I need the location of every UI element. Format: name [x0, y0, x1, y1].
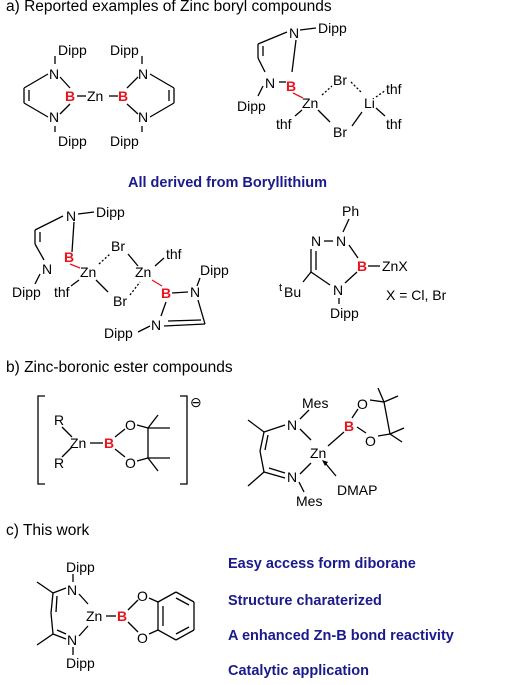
atom-dipp: Dipp	[200, 262, 229, 278]
structure-c-nacnac-zinc-bcat: N N Dipp Dipp Zn B O O	[36, 559, 195, 671]
atom-n: N	[49, 109, 59, 125]
atom-b: B	[117, 608, 127, 624]
atom-zn: Zn	[310, 445, 326, 461]
atom-r: R	[54, 412, 64, 428]
structure-b2-nacnac-zinc-bpin: N N Mes Mes Zn B O O DMAP	[247, 387, 405, 509]
atom-znx: ZnX	[382, 258, 408, 274]
section-a-title: a) Reported examples of Zinc boryl compo…	[6, 0, 332, 15]
atom-dmap: DMAP	[337, 482, 377, 498]
atom-n: N	[151, 317, 161, 333]
atom-n: N	[336, 233, 346, 249]
atom-zn: Zn	[302, 95, 318, 111]
point-easy-access: Easy access form diborane	[228, 556, 416, 572]
atom-b: B	[118, 88, 128, 104]
anion-charge: ⊖	[190, 394, 202, 410]
atom-o: O	[137, 588, 148, 604]
atom-zn: Zn	[135, 264, 151, 280]
atom-dipp: Dipp	[66, 559, 95, 575]
atom-dipp: Dipp	[318, 20, 347, 36]
atom-o: O	[137, 630, 148, 646]
point-reactivity: A enhanced Zn-B bond reactivity	[228, 628, 454, 644]
atom-n: N	[190, 284, 200, 300]
atom-b: B	[357, 258, 367, 274]
section-b-title: b) Zinc-boronic ester compounds	[6, 359, 233, 376]
atom-n: N	[333, 282, 343, 298]
atom-zn: Zn	[87, 88, 103, 104]
atom-n: N	[287, 417, 297, 433]
atom-br: Br	[113, 293, 127, 309]
structure-b1-zincate: ⊖ R R Zn B O O	[37, 394, 202, 485]
atom-n: N	[67, 632, 77, 648]
section-c-title: c) This work	[6, 522, 90, 539]
atom-n: N	[138, 109, 148, 125]
atom-dipp: Dipp	[110, 42, 139, 58]
atom-dipp: Dipp	[237, 98, 266, 114]
label-x-equals: X = Cl, Br	[386, 287, 447, 303]
atom-br: Br	[111, 238, 125, 254]
atom-n: N	[49, 66, 59, 82]
atom-mes: Mes	[302, 395, 328, 411]
atom-n: N	[138, 66, 148, 82]
atom-o: O	[125, 455, 136, 471]
atom-n: N	[42, 261, 52, 277]
atom-br: Br	[333, 72, 347, 88]
atom-b: B	[161, 285, 171, 301]
atom-o: O	[365, 433, 376, 449]
atom-o: O	[357, 396, 368, 412]
structure-a1-bisboryl-zinc: N N Dipp Dipp B Zn B N N Dipp Dipp	[23, 42, 175, 149]
atom-b: B	[65, 88, 75, 104]
atom-thf: thf	[54, 284, 70, 300]
atom-b: B	[104, 435, 114, 451]
atom-thf: thf	[276, 116, 292, 132]
atom-n: N	[289, 25, 299, 41]
atom-b: B	[344, 418, 354, 434]
atom-zn: Zn	[86, 608, 102, 624]
atom-dipp: Dipp	[58, 133, 87, 149]
atom-dipp: Dipp	[330, 305, 359, 321]
atom-b: B	[64, 249, 74, 265]
atom-br: Br	[333, 124, 347, 140]
atom-li: Li	[364, 95, 375, 111]
atom-tbu: Bu	[284, 284, 301, 300]
atom-dipp: Dipp	[104, 325, 133, 341]
atom-dipp: Dipp	[12, 284, 41, 300]
atom-n: N	[311, 233, 321, 249]
atom-thf: thf	[386, 116, 402, 132]
atom-dipp: Dipp	[66, 655, 95, 671]
atom-mes: Mes	[296, 493, 322, 509]
atom-n: N	[265, 75, 275, 91]
atom-ph: Ph	[342, 203, 359, 219]
atom-r: R	[54, 455, 64, 471]
atom-zn: Zn	[70, 435, 86, 451]
atom-zn: Zn	[80, 264, 96, 280]
atom-dipp: Dipp	[58, 42, 87, 58]
section-a-note: All derived from Boryllithium	[128, 175, 327, 191]
structure-a4-triazaborole: Ph N N B N ZnX t Bu Dipp X = Cl, Br	[279, 203, 447, 321]
atom-n: N	[66, 208, 76, 224]
atom-b: B	[286, 78, 296, 94]
structure-a3-dimer: N N Dipp Dipp B Zn thf Br Br Zn thf B N …	[12, 204, 229, 341]
atom-dipp: Dipp	[110, 133, 139, 149]
point-structure: Structure charaterized	[228, 593, 382, 609]
atom-tbu-prefix: t	[279, 282, 282, 294]
atom-n: N	[67, 582, 77, 598]
atom-thf: thf	[386, 81, 402, 97]
atom-thf: thf	[166, 246, 182, 262]
structure-a2-zn-li-bromide: N N Dipp Dipp B Zn Br Br Li thf thf thf	[237, 20, 402, 140]
atom-dipp: Dipp	[96, 204, 125, 220]
atom-n: N	[287, 469, 297, 485]
point-catalytic: Catalytic application	[228, 663, 370, 679]
atom-o: O	[125, 417, 136, 433]
